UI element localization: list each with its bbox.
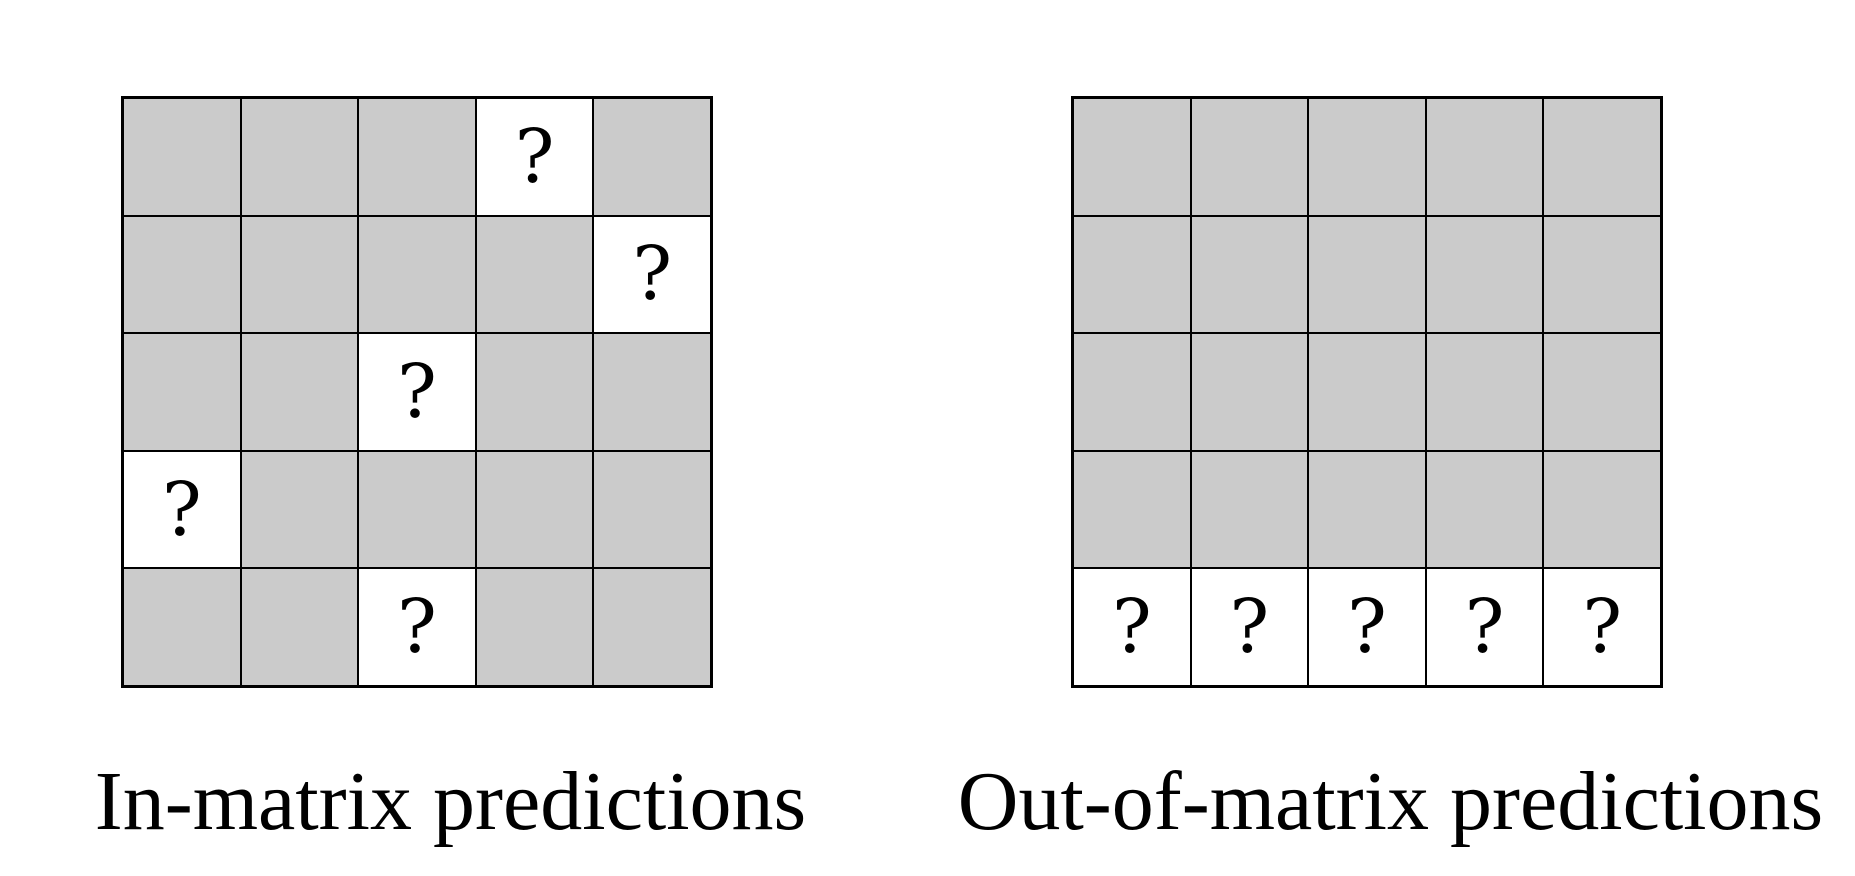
known-entry-cell xyxy=(1190,98,1309,216)
known-entry-cell xyxy=(123,568,241,686)
known-entry-cell xyxy=(240,568,359,686)
known-entry-cell xyxy=(475,450,594,569)
known-entry-cell xyxy=(1073,450,1191,569)
known-entry-cell xyxy=(1425,215,1544,334)
known-entry-cell xyxy=(1308,215,1426,334)
known-entry-cell xyxy=(475,568,594,686)
in-matrix-grid: ????? xyxy=(121,96,713,688)
known-entry-cell xyxy=(1425,98,1544,216)
known-entry-cell xyxy=(1190,333,1309,451)
known-entry-cell xyxy=(475,215,594,334)
unknown-entry-cell: ? xyxy=(358,568,476,686)
known-entry-cell xyxy=(358,450,476,569)
out-of-matrix-panel: ????? Out-of-matrix predictions xyxy=(927,0,1854,876)
known-entry-cell xyxy=(1543,450,1661,569)
in-matrix-panel: ????? In-matrix predictions xyxy=(0,0,927,876)
known-entry-cell xyxy=(358,98,476,216)
known-entry-cell xyxy=(358,215,476,334)
known-entry-cell xyxy=(593,450,711,569)
in-matrix-caption: In-matrix predictions xyxy=(94,755,807,848)
known-entry-cell xyxy=(1308,333,1426,451)
known-entry-cell xyxy=(1543,98,1661,216)
known-entry-cell xyxy=(240,215,359,334)
known-entry-cell xyxy=(123,215,241,334)
known-entry-cell xyxy=(1073,98,1191,216)
unknown-entry-cell: ? xyxy=(1073,568,1191,686)
known-entry-cell xyxy=(1308,98,1426,216)
known-entry-cell xyxy=(475,333,594,451)
known-entry-cell xyxy=(1543,333,1661,451)
known-entry-cell xyxy=(1073,333,1191,451)
out-of-matrix-caption: Out-of-matrix predictions xyxy=(957,755,1824,848)
known-entry-cell xyxy=(593,568,711,686)
known-entry-cell xyxy=(593,98,711,216)
known-entry-cell xyxy=(123,333,241,451)
known-entry-cell xyxy=(1190,215,1309,334)
unknown-entry-cell: ? xyxy=(1190,568,1309,686)
unknown-entry-cell: ? xyxy=(1543,568,1661,686)
known-entry-cell xyxy=(1425,333,1544,451)
unknown-entry-cell: ? xyxy=(1425,568,1544,686)
out-of-matrix-grid: ????? xyxy=(1071,96,1663,688)
known-entry-cell xyxy=(240,333,359,451)
known-entry-cell xyxy=(1308,450,1426,569)
unknown-entry-cell: ? xyxy=(1308,568,1426,686)
known-entry-cell xyxy=(1425,450,1544,569)
unknown-entry-cell: ? xyxy=(475,98,594,216)
unknown-entry-cell: ? xyxy=(593,215,711,334)
known-entry-cell xyxy=(593,333,711,451)
known-entry-cell xyxy=(1543,215,1661,334)
unknown-entry-cell: ? xyxy=(123,450,241,569)
known-entry-cell xyxy=(240,450,359,569)
unknown-entry-cell: ? xyxy=(358,333,476,451)
known-entry-cell xyxy=(1190,450,1309,569)
known-entry-cell xyxy=(123,98,241,216)
known-entry-cell xyxy=(1073,215,1191,334)
known-entry-cell xyxy=(240,98,359,216)
